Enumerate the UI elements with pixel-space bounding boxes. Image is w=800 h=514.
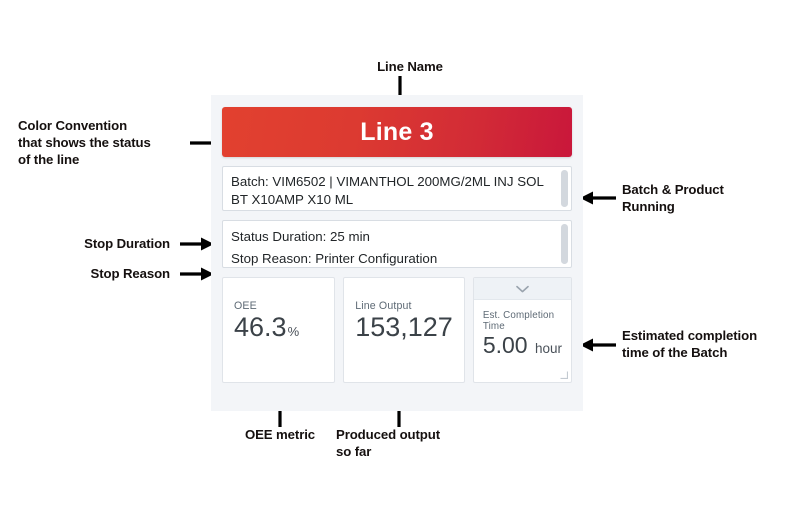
- line-output-label: Line Output: [355, 300, 412, 312]
- annotation-oee-metric: OEE metric: [244, 427, 316, 442]
- est-completion-unit: hour: [534, 341, 562, 356]
- batch-panel-scrollbar[interactable]: [561, 170, 568, 207]
- arrow-batch-product: [578, 190, 616, 206]
- est-completion-value: 5.00 hour: [483, 333, 562, 358]
- oee-number: 46.3: [234, 312, 287, 342]
- batch-panel-scrollbar-thumb[interactable]: [561, 170, 568, 207]
- arrow-stop-reason: [180, 266, 216, 282]
- metric-card-est-completion[interactable]: Est. Completion Time 5.00 hour: [472, 277, 572, 383]
- est-completion-label: Est. Completion Time: [482, 310, 555, 332]
- annotation-stop-duration: Stop Duration: [84, 236, 170, 251]
- line-status-header[interactable]: Line 3: [222, 107, 572, 157]
- est-completion-number: 5.00: [482, 332, 528, 358]
- line-status-widget: Line 3 Batch: VIM6502 | VIMANTHOL 200MG/…: [211, 95, 583, 411]
- oee-value: 46.3%: [234, 312, 323, 342]
- annotation-est-completion: Estimated completion time of the Batch: [622, 328, 758, 360]
- annotation-produced-output: Produced output so far: [336, 427, 440, 459]
- oee-label: OEE: [234, 300, 257, 312]
- annotation-color-convention: Color Convention that shows the status o…: [18, 118, 151, 167]
- est-completion-card-body: Est. Completion Time 5.00 hour: [474, 300, 571, 358]
- resize-handle-icon[interactable]: [560, 371, 568, 379]
- metric-cards-row: OEE 46.3% Line Output 153,127 Est. Compl…: [222, 277, 572, 383]
- chevron-down-icon[interactable]: [516, 285, 529, 293]
- status-info-panel[interactable]: Status Duration: 25 min Stop Reason: Pri…: [222, 220, 572, 268]
- status-panel-scrollbar-thumb[interactable]: [561, 224, 568, 264]
- arrow-stop-duration: [180, 236, 216, 252]
- annotation-batch-product: Batch & Product Running: [622, 182, 724, 214]
- line-output-value: 153,127: [355, 312, 453, 342]
- batch-info-text: Batch: VIM6502 | VIMANTHOL 200MG/2ML INJ…: [231, 174, 548, 207]
- status-panel-scrollbar[interactable]: [561, 224, 568, 264]
- status-duration-text: Status Duration: 25 min: [231, 229, 370, 244]
- metric-card-line-output[interactable]: Line Output 153,127: [343, 277, 465, 383]
- annotation-stop-reason: Stop Reason: [90, 266, 171, 281]
- oee-unit: %: [287, 324, 300, 339]
- metric-card-oee[interactable]: OEE 46.3%: [222, 277, 336, 383]
- batch-info-panel[interactable]: Batch: VIM6502 | VIMANTHOL 200MG/2ML INJ…: [222, 166, 572, 211]
- stop-reason-text: Stop Reason: Printer Configuration: [231, 250, 438, 266]
- est-completion-card-header[interactable]: [473, 278, 571, 300]
- line-name-title: Line 3: [360, 117, 434, 146]
- annotation-line-name: Line Name: [377, 59, 443, 74]
- arrow-est-completion: [578, 337, 616, 353]
